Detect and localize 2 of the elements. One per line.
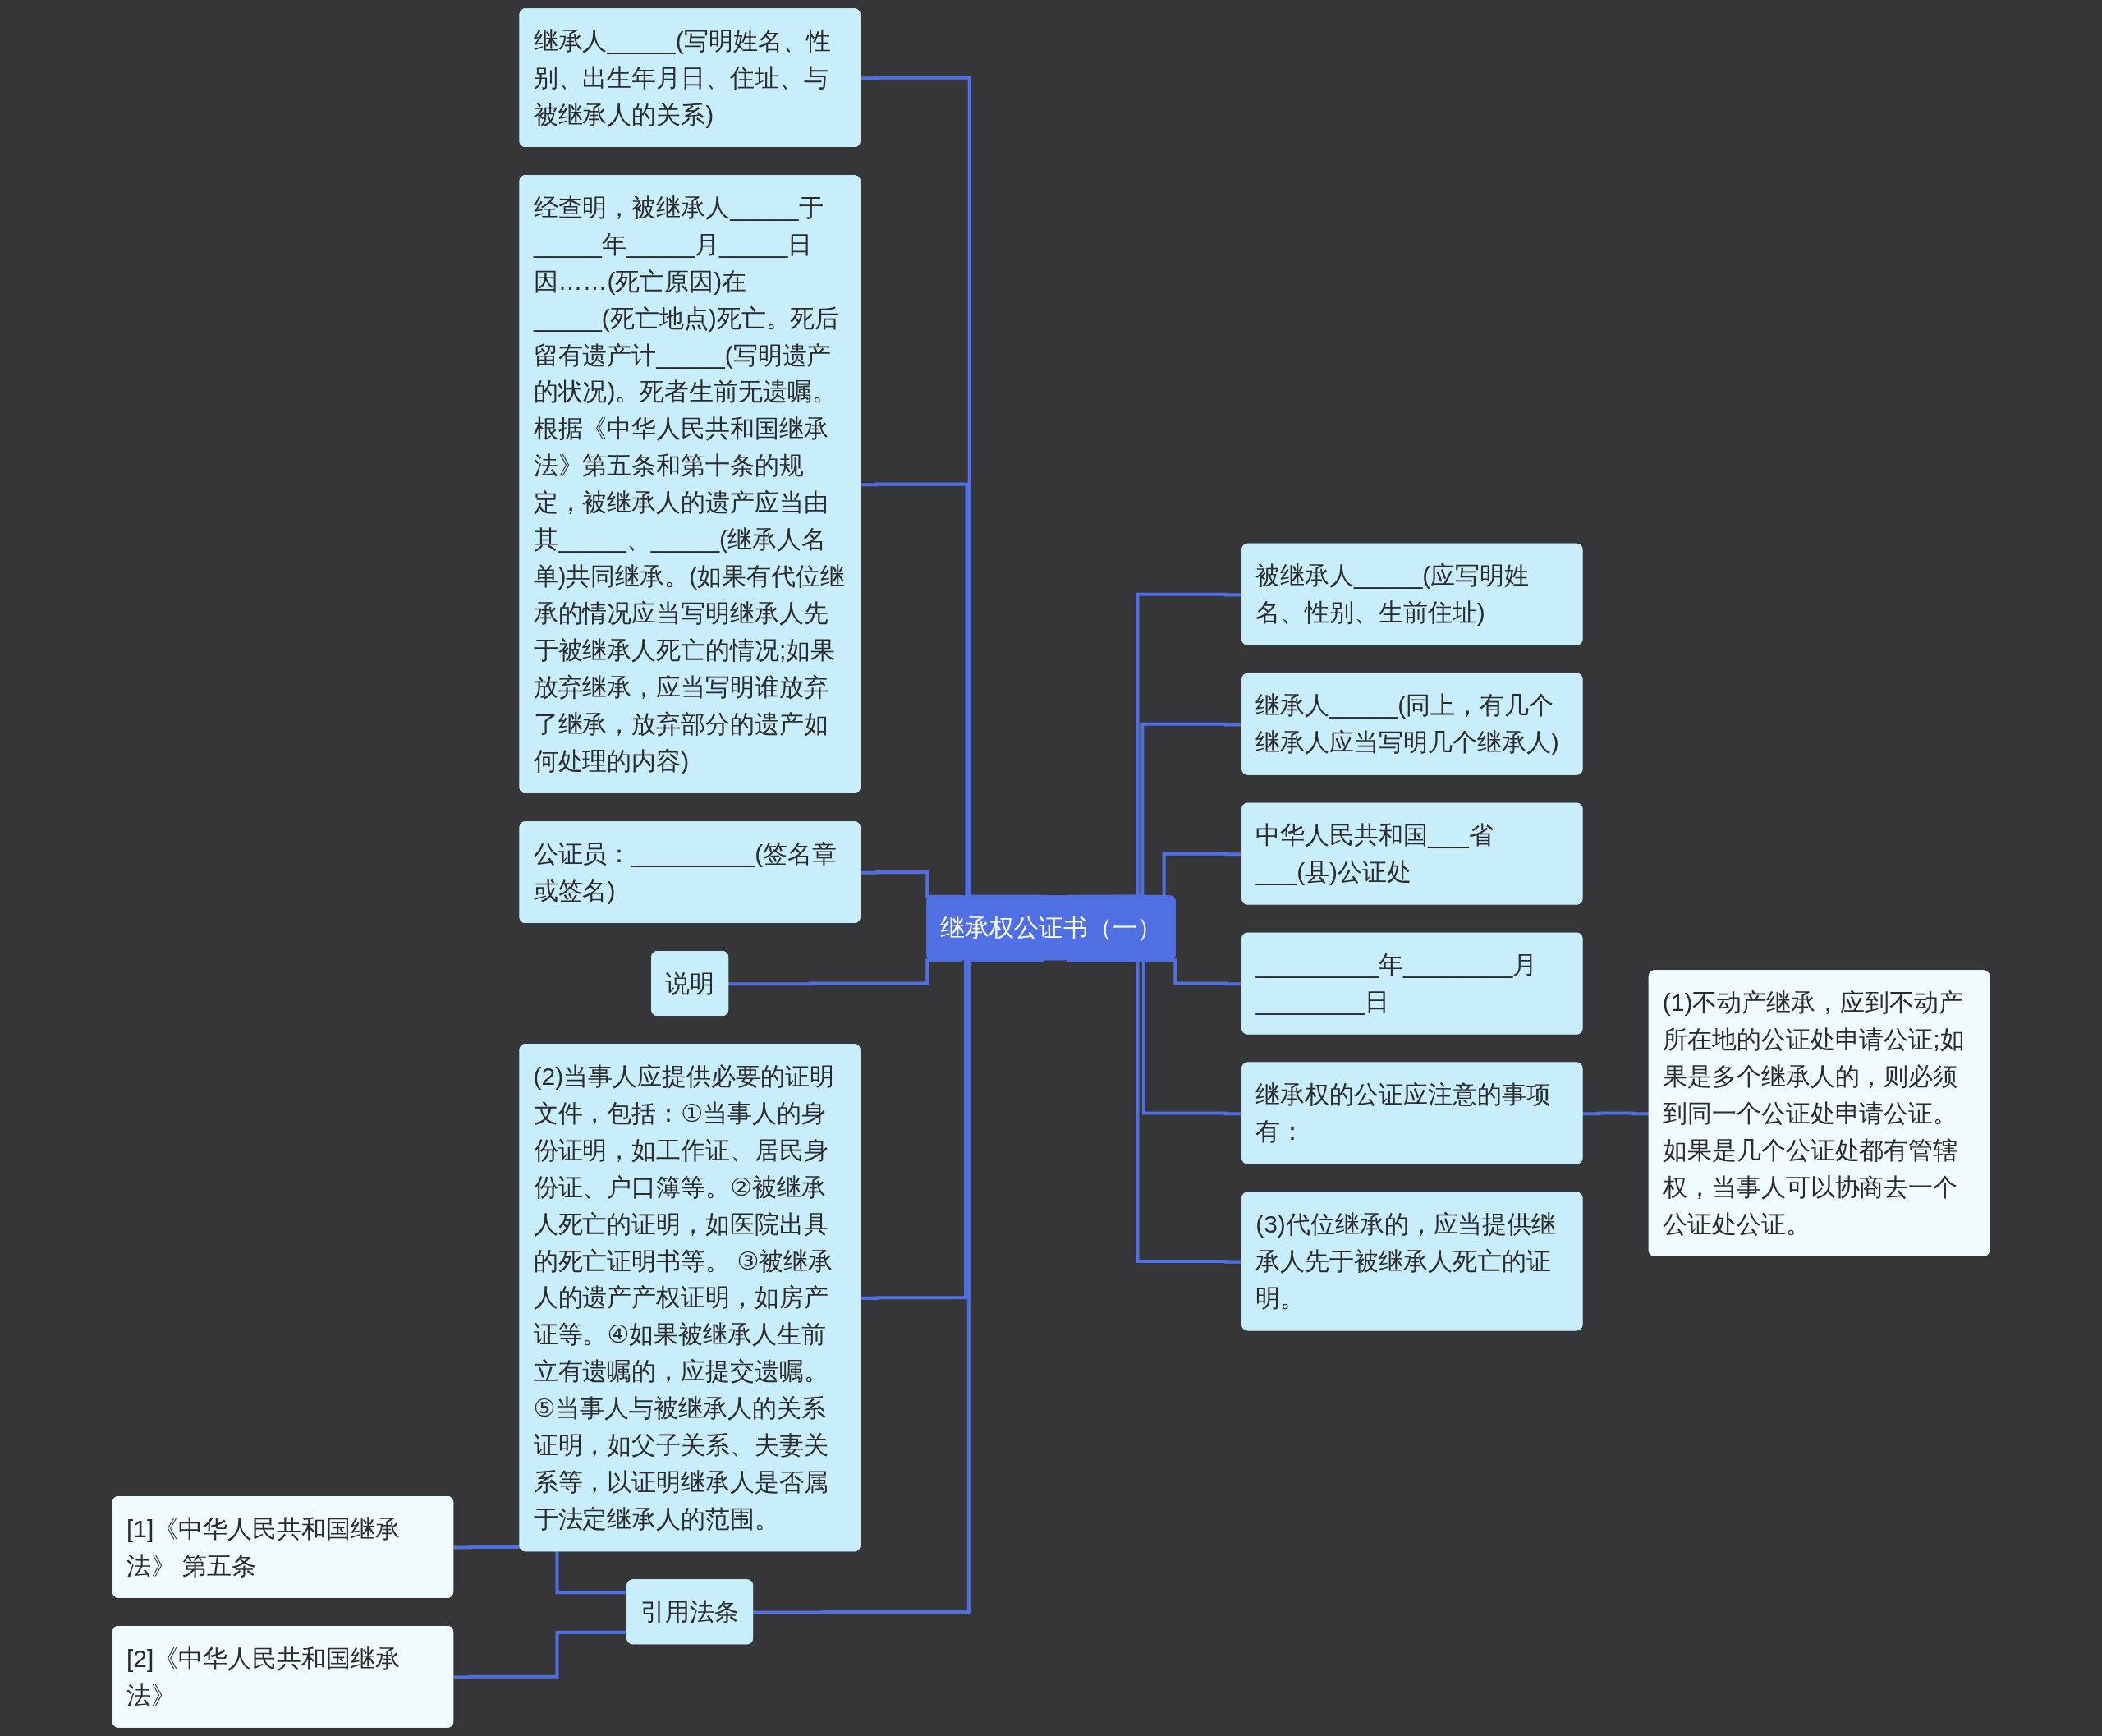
connector <box>728 958 962 986</box>
connector <box>753 958 1044 1614</box>
